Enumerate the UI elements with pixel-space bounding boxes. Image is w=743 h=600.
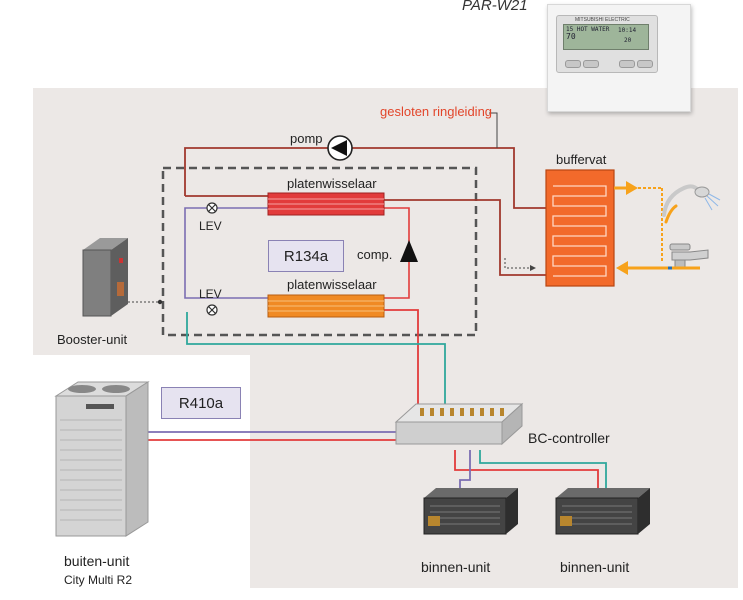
booster-boundary-dashed [161,166,478,337]
bc-controller-label: BC-controller [528,430,610,446]
controller-model-label: PAR-W21 [462,0,528,14]
closed-loop-leader [489,112,498,148]
closed-loop-label: gesloten ringleiding [380,104,493,119]
buffer-inlet-arrowhead [530,265,536,271]
buffer-label: buffervat [556,152,607,167]
controller-face: MITSUBISHI ELECTRIC 15 HOT WATER 70 10:1… [556,15,658,73]
pump-label: pomp [290,131,323,146]
controller-button [583,60,599,68]
shower-head-icon [662,184,721,224]
lev-bottom-valve [206,304,218,316]
outdoor-label: buiten-unit [64,553,130,569]
screen-line-2: 70 [566,32,576,41]
lev-top-label: LEV [199,219,222,233]
screen-value: 20 [624,37,632,44]
indoor-2-label: binnen-unit [560,559,630,575]
booster-link-node [157,299,163,305]
cold-water-inlet [616,261,668,275]
pump-icon [327,135,353,161]
compressor-icon [400,240,418,262]
indoor-unit-2-image [555,488,650,535]
remote-controller: MITSUBISHI ELECTRIC 15 HOT WATER 70 10:1… [547,4,691,112]
outdoor-unit-image [54,381,150,537]
lev-top-valve [206,202,218,214]
booster-unit-image [82,238,128,317]
screen-line-1: 15 HOT WATER [566,26,610,33]
refrigerant-r134a-box: R134a [268,240,344,272]
indoor-1-label: binnen-unit [421,559,491,575]
buffer-inlet-dotted [504,258,530,269]
faucet-icon [668,243,709,270]
controller-screen: 15 HOT WATER 70 10:14 20 [563,24,649,50]
controller-brand: MITSUBISHI ELECTRIC [575,17,630,23]
plate-hx-bottom-label: platenwisselaar [287,277,377,292]
controller-button [619,60,635,68]
lev-bottom-label: LEV [199,287,222,301]
buffer-tank [545,169,615,287]
booster-label: Booster-unit [57,332,128,347]
refrigerant-r410a-box: R410a [161,387,241,419]
screen-time: 10:14 [618,27,637,34]
controller-button [637,60,653,68]
plate-hx-top-ribs [268,198,384,210]
compressor-label: comp. [357,247,393,262]
bc-controller-image [394,402,524,446]
plate-hx-bottom-ribs [268,300,384,312]
outdoor-model-label: City Multi R2 [64,573,133,587]
hot-water-outlet [614,181,663,262]
controller-button [565,60,581,68]
r410a-circuit [148,309,607,492]
buffer-coil [552,185,607,277]
plate-hx-top-label: platenwisselaar [287,176,377,191]
indoor-unit-1-image [423,488,518,535]
closed-loop-pipes [184,147,548,276]
